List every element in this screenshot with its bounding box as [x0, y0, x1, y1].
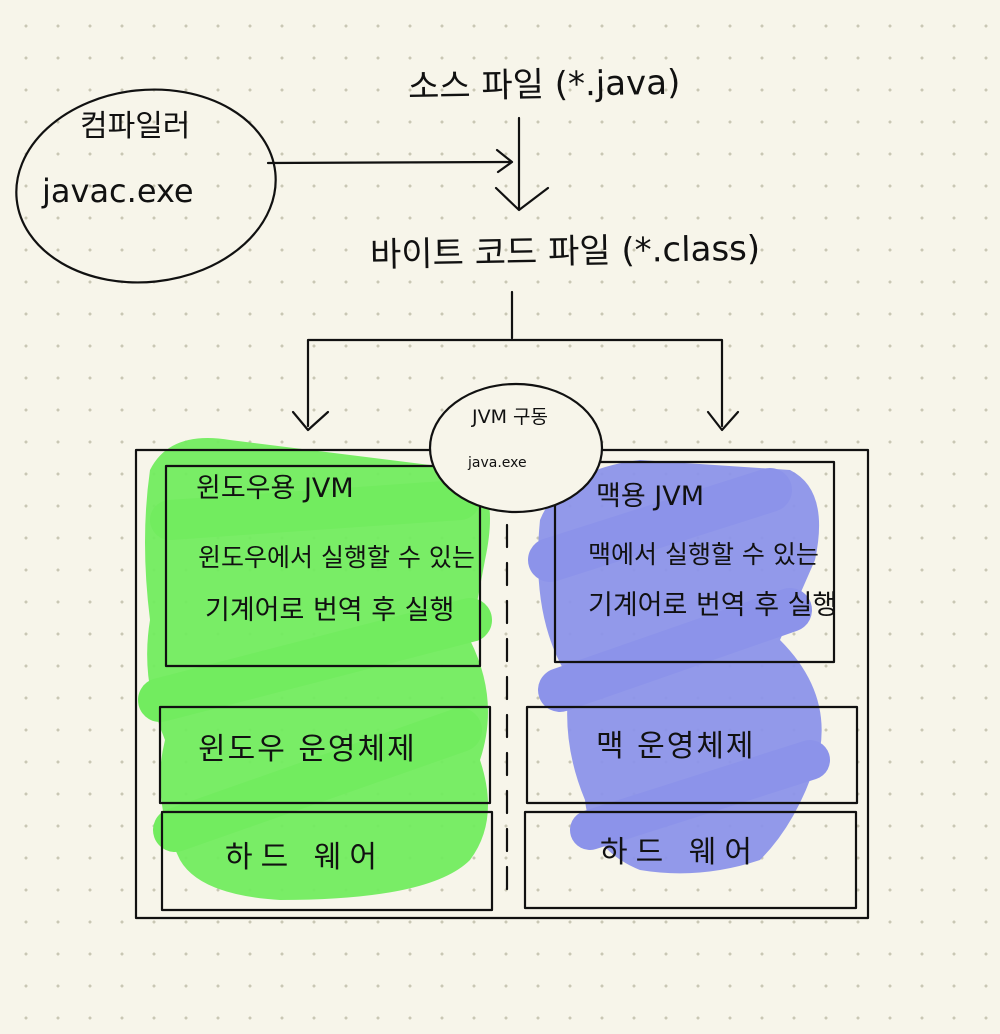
- mac-highlight-stroke-2: [538, 588, 812, 712]
- mac-hardware-box: [523, 810, 858, 910]
- outer-container: [134, 448, 870, 920]
- mac-jvm-box: [553, 460, 836, 664]
- windows-os-box: [158, 705, 492, 805]
- windows-jvm-title: 윈도우용 JVM: [196, 473, 354, 504]
- windows-jvm-desc-line1: 윈도우에서 실행할 수 있는: [198, 543, 475, 572]
- windows-highlight-stroke-2: [138, 598, 492, 722]
- mac-highlight-stroke-3: [570, 740, 830, 850]
- windows-jvm-desc-line2: 기계어로 번역 후 실행: [205, 595, 455, 626]
- bytecode-file-label: 바이트 코드 파일 (*.class): [369, 228, 761, 276]
- windows-jvm-box: [164, 464, 482, 668]
- windows-hardware-label: 하드 웨어: [225, 840, 385, 875]
- jvm-launch-title: JVM 구동: [472, 406, 548, 428]
- bytecode-connector: [306, 290, 724, 428]
- windows-os-label: 윈도우 운영체제: [198, 732, 417, 767]
- mac-os-box: [525, 705, 859, 805]
- compiler-arrow: [266, 148, 514, 174]
- jvm-launch-ellipse: [428, 382, 604, 514]
- windows-hardware-box: [160, 810, 494, 912]
- source-file-label: 소스 파일 (*.java): [407, 62, 681, 108]
- windows-highlight-stroke-1: [150, 480, 480, 540]
- jvm-launch-exe: java.exe: [468, 455, 527, 471]
- compiler-ellipse: [15, 88, 277, 284]
- compiler-name: 컴파일러: [80, 109, 191, 144]
- mac-hardware-label: 하드 웨어: [600, 835, 760, 870]
- mac-jvm-title: 맥용 JVM: [596, 481, 704, 512]
- compiler-exe: javac.exe: [42, 172, 194, 210]
- mac-jvm-desc-line1: 맥에서 실행할 수 있는: [588, 540, 819, 569]
- mac-os-label: 맥 운영체제: [596, 729, 756, 764]
- right-arrow-head: [706, 410, 740, 432]
- windows-highlight-stroke-3: [153, 708, 482, 852]
- left-arrow-head: [291, 410, 330, 432]
- mac-highlight-stroke-1: [528, 468, 792, 582]
- mac-jvm-desc-line2: 기계어로 번역 후 실행: [588, 590, 838, 621]
- source-down-arrow: [494, 116, 550, 212]
